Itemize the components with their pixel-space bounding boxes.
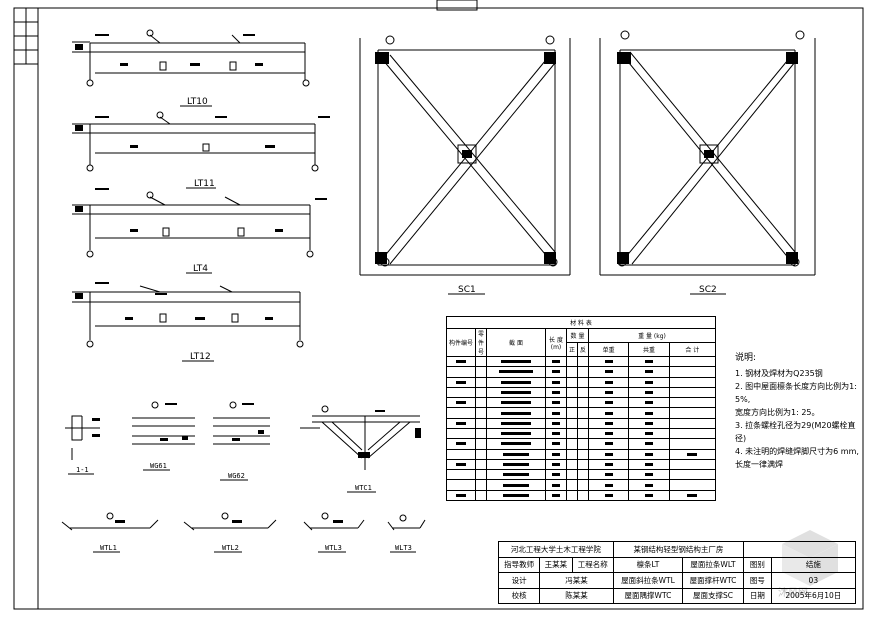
label-WTL3: WTL3 [325, 544, 342, 552]
label-section: 1-1 [76, 466, 89, 474]
tb-cell: 校核 [497, 587, 541, 604]
date-value: 2005年6月10日 [770, 587, 857, 604]
purlin-LT12 [72, 285, 304, 348]
label-SC2: SC2 [699, 285, 717, 295]
material-table: 材 料 表 构件编号 零件号 截 面 长 度 (m) 数 量 重 量 (kg) … [446, 316, 717, 502]
tb-item: 屋面隅撑WTC [612, 587, 684, 604]
part-WTL1 [61, 512, 159, 531]
label-SC1: SC1 [458, 285, 476, 295]
note-line: 4. 未注明的焊缝焊脚尺寸为6 mm, [735, 447, 859, 456]
col-back: 反 [577, 342, 589, 357]
col-length: 长 度 (m) [545, 328, 567, 357]
tb-item: 屋面支撑SC [681, 587, 745, 604]
col-member: 构件编号 [446, 328, 476, 357]
label-WTL1: WTL1 [100, 544, 117, 552]
table-row [446, 489, 476, 502]
note-line: 长度一律满焊 [735, 460, 783, 469]
material-table-title: 材 料 表 [446, 316, 716, 329]
part-WG62 [213, 401, 270, 445]
label-WTL2: WTL2 [222, 544, 239, 552]
tb-cell: 工程名称 [571, 556, 614, 573]
tb-item: 屋面斜拉条WTL [612, 572, 684, 589]
number-value: 03 [770, 572, 857, 589]
tb-item: 屋面拉条WLT [681, 556, 745, 573]
table-row [446, 407, 476, 419]
part-WG61 [132, 401, 195, 445]
col-unit-weight: 单重 [587, 342, 630, 357]
outer-border [13, 7, 864, 610]
col-total-weight: 共重 [628, 342, 670, 357]
label-WG61: WG61 [150, 462, 167, 470]
table-row [446, 427, 476, 440]
tb-cell: 王某某 [539, 556, 573, 573]
inner-border [37, 7, 864, 610]
col-front: 正 [566, 342, 578, 357]
part-WLT3 [387, 514, 426, 531]
table-row [446, 469, 476, 481]
table-row [446, 366, 476, 378]
label-LT4: LT4 [193, 264, 208, 274]
purlin-LT4 [72, 191, 314, 258]
top-tab [436, 0, 478, 11]
col-sum: 合 计 [668, 342, 717, 357]
table-row [446, 458, 476, 471]
section-1-1 [65, 415, 100, 460]
tb-cell: 设计 [497, 572, 541, 589]
drawing-label: 图别 [743, 556, 772, 573]
school-name: 河北工程大学土木工程学院 [498, 541, 614, 558]
col-weight: 重 量 (kg) [588, 328, 716, 343]
binding-strip [14, 8, 38, 65]
bracing-SC1 [359, 35, 571, 276]
col-qty: 数 量 [566, 328, 589, 343]
table-row [446, 386, 476, 399]
table-row [446, 479, 476, 491]
note-line: 宽度方向比例为1: 25。 [735, 408, 820, 417]
note-line: 3. 拉条螺栓孔径为29(M20螺栓直径) [735, 421, 856, 443]
drawing-value: 结施 [770, 556, 857, 573]
tb-cell: 陈某某 [539, 587, 614, 604]
note-line: 2. 图中屋面檩条长度方向比例为1: 5%, [735, 382, 857, 404]
part-WTL2 [183, 512, 277, 531]
table-row [446, 438, 476, 450]
tb-item: 檩条LT [612, 556, 684, 573]
col-part: 零件号 [475, 328, 487, 357]
note-line: 1. 钢材及焊材为Q235钢 [735, 369, 823, 378]
notes-title: 说明: [735, 353, 757, 363]
label-WG62: WG62 [228, 472, 245, 480]
label-WLT3: WLT3 [395, 544, 412, 552]
project-name: 某钢结构轻型钢结构主厂房 [612, 541, 745, 558]
purlin-LT11 [72, 111, 319, 172]
table-row [446, 448, 476, 460]
tb-item: 屋面撑杆WTC [681, 572, 745, 589]
tb-cell: 冯某某 [539, 572, 614, 589]
label-LT10: LT10 [187, 97, 208, 107]
date-label: 日期 [743, 587, 772, 604]
title-block: 河北工程大学土木工程学院 某钢结构轻型钢结构主厂房 指导教师 王某某 工程名称 … [497, 541, 857, 604]
label-LT12: LT12 [190, 352, 211, 362]
table-row [446, 376, 476, 388]
notes: 说明: 1. 钢材及焊材为Q235钢 2. 图中屋面檩条长度方向比例为1: 5%… [735, 352, 863, 471]
table-row [446, 397, 476, 409]
label-WTC1: WTC1 [355, 484, 372, 492]
table-row [446, 355, 476, 368]
tb-cell: 指导教师 [497, 556, 541, 573]
label-LT11: LT11 [194, 179, 215, 189]
table-row [446, 417, 476, 429]
part-WTL3 [303, 512, 365, 531]
part-WTC1 [300, 405, 420, 470]
purlin-LT10 [72, 29, 310, 87]
col-section: 截 面 [486, 328, 546, 357]
number-label: 图号 [743, 572, 772, 589]
